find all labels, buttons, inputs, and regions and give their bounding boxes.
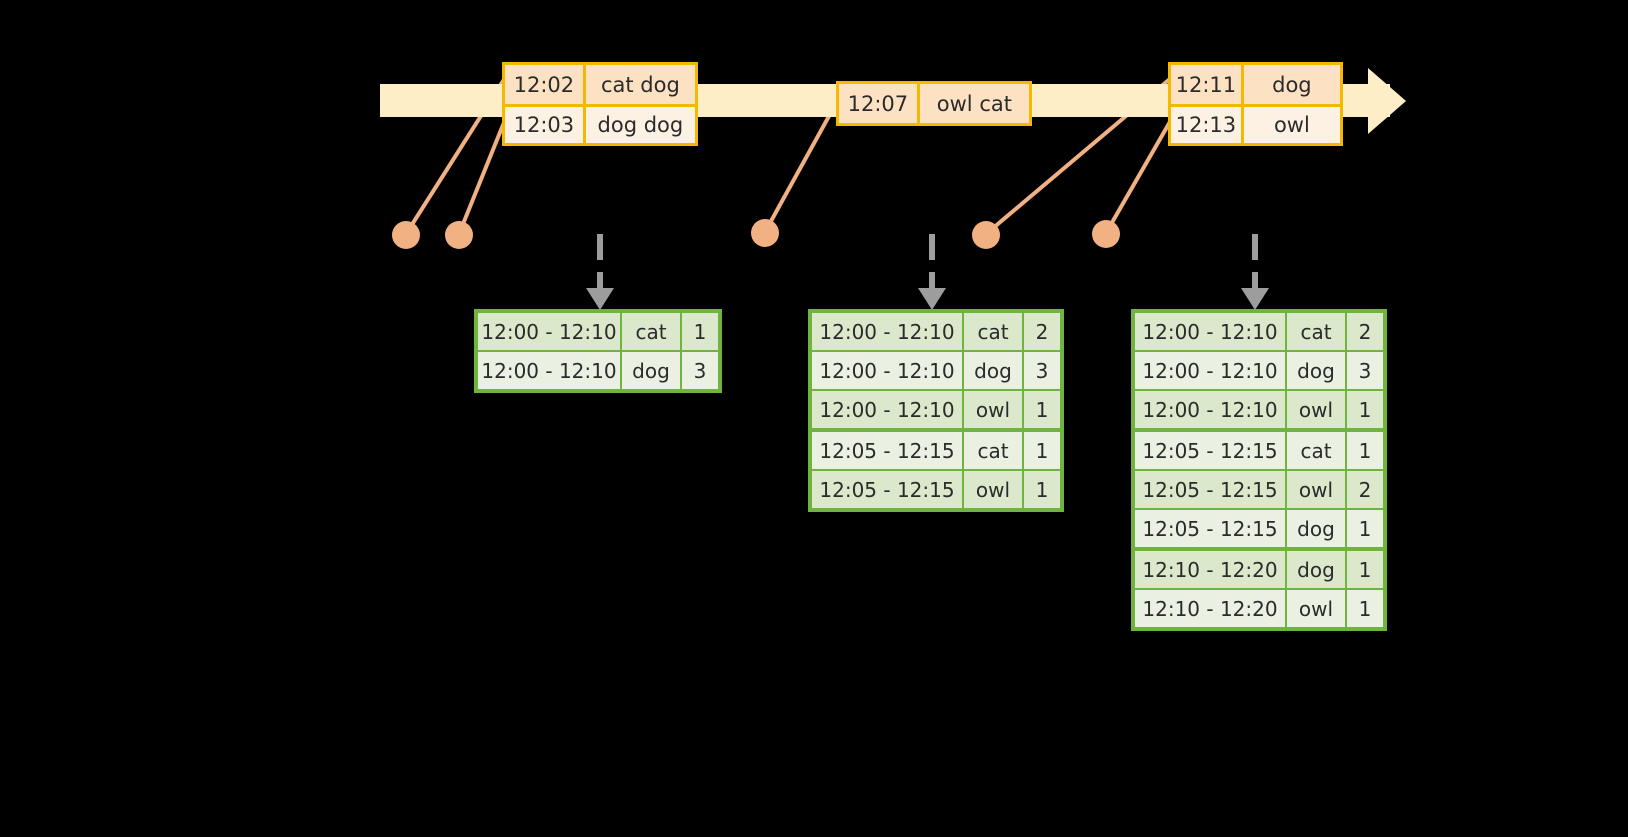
window-range-cell: 12:00 - 12:10	[812, 313, 962, 350]
window-range-cell: 12:05 - 12:15	[812, 432, 962, 469]
window-key-cell: cat	[964, 313, 1022, 350]
window-count-cell: 1	[1347, 510, 1383, 547]
window-count-cell: 1	[682, 313, 718, 350]
event-row[interactable]: 12:03 dog dog	[505, 104, 695, 143]
window-count-cell: 3	[682, 352, 718, 389]
window-key-cell: dog	[622, 352, 680, 389]
window-range-cell: 12:05 - 12:15	[812, 471, 962, 508]
snapshot-arrowhead-2	[918, 288, 946, 310]
window-key-cell: dog	[1287, 551, 1345, 588]
leader-line-2	[457, 119, 507, 235]
window-range-cell: 12:00 - 12:10	[812, 352, 962, 389]
window-key-cell: owl	[1287, 590, 1345, 627]
window-key-cell: dog	[1287, 510, 1345, 547]
window-count-cell: 1	[1024, 471, 1060, 508]
window-range-cell: 12:10 - 12:20	[1135, 551, 1285, 588]
window-count-cell: 2	[1347, 313, 1383, 350]
marker-dots	[392, 219, 1120, 249]
marker-dot-3	[751, 219, 779, 247]
timeline-arrowhead	[1368, 68, 1406, 134]
window-count-cell: 1	[1024, 432, 1060, 469]
window-range-cell: 12:05 - 12:15	[1135, 510, 1285, 547]
event-time: 12:11	[1171, 65, 1244, 104]
event-time: 12:02	[505, 65, 586, 104]
window-range-cell: 12:05 - 12:15	[1135, 432, 1285, 469]
window-range-cell: 12:00 - 12:10	[1135, 352, 1285, 389]
window-key-cell: owl	[964, 391, 1022, 428]
event-time: 12:07	[839, 84, 920, 123]
window-range-cell: 12:05 - 12:15	[1135, 471, 1285, 508]
event-group-2[interactable]: 12:07 owl cat	[836, 81, 1032, 126]
window-key-cell: owl	[1287, 391, 1345, 428]
window-range-cell: 12:00 - 12:10	[478, 313, 620, 350]
snapshot-arrows	[597, 234, 1258, 288]
window-count-cell: 1	[1347, 590, 1383, 627]
window-range-cell: 12:10 - 12:20	[1135, 590, 1285, 627]
window-count-cell: 2	[1347, 471, 1383, 508]
event-row[interactable]: 12:11 dog	[1171, 65, 1340, 104]
event-value: dog dog	[585, 107, 695, 143]
event-value: cat dog	[585, 65, 695, 104]
event-row[interactable]: 12:07 owl cat	[839, 84, 1029, 123]
event-value: owl cat	[919, 84, 1029, 123]
window-key-cell: cat	[1287, 432, 1345, 469]
snapshot-arrowheads	[586, 288, 1269, 310]
marker-dot-1	[392, 221, 420, 249]
window-range-cell: 12:00 - 12:10	[478, 352, 620, 389]
event-row[interactable]: 12:02 cat dog	[505, 65, 695, 104]
event-group-1[interactable]: 12:02 cat dog 12:03 dog dog	[502, 62, 698, 146]
window-key-cell: cat	[1287, 313, 1345, 350]
marker-dot-5	[1092, 220, 1120, 248]
window-count-cell: 3	[1024, 352, 1060, 389]
window-key-cell: dog	[964, 352, 1022, 389]
marker-dot-4	[972, 221, 1000, 249]
window-range-cell: 12:00 - 12:10	[812, 391, 962, 428]
event-time: 12:13	[1171, 107, 1244, 143]
window-count-cell: 1	[1347, 551, 1383, 588]
window-count-cell: 1	[1347, 432, 1383, 469]
event-value: owl	[1243, 107, 1340, 143]
window-key-cell: cat	[964, 432, 1022, 469]
leader-line-3	[763, 97, 841, 233]
leader-line-5	[1104, 119, 1173, 234]
window-count-cell: 1	[1024, 391, 1060, 428]
event-group-3[interactable]: 12:11 dog 12:13 owl	[1168, 62, 1343, 146]
event-value: dog	[1243, 65, 1340, 104]
snapshot-arrowhead-3	[1241, 288, 1269, 310]
window-range-cell: 12:00 - 12:10	[1135, 391, 1285, 428]
window-key-cell: dog	[1287, 352, 1345, 389]
window-count-cell: 2	[1024, 313, 1060, 350]
event-row[interactable]: 12:13 owl	[1171, 104, 1340, 143]
event-time: 12:03	[505, 107, 586, 143]
marker-dot-2	[445, 221, 473, 249]
window-range-cell: 12:00 - 12:10	[1135, 313, 1285, 350]
snapshot-arrowhead-1	[586, 288, 614, 310]
window-key-cell: cat	[622, 313, 680, 350]
window-key-cell: owl	[1287, 471, 1345, 508]
window-key-cell: owl	[964, 471, 1022, 508]
window-count-cell: 1	[1347, 391, 1383, 428]
window-count-cell: 3	[1347, 352, 1383, 389]
